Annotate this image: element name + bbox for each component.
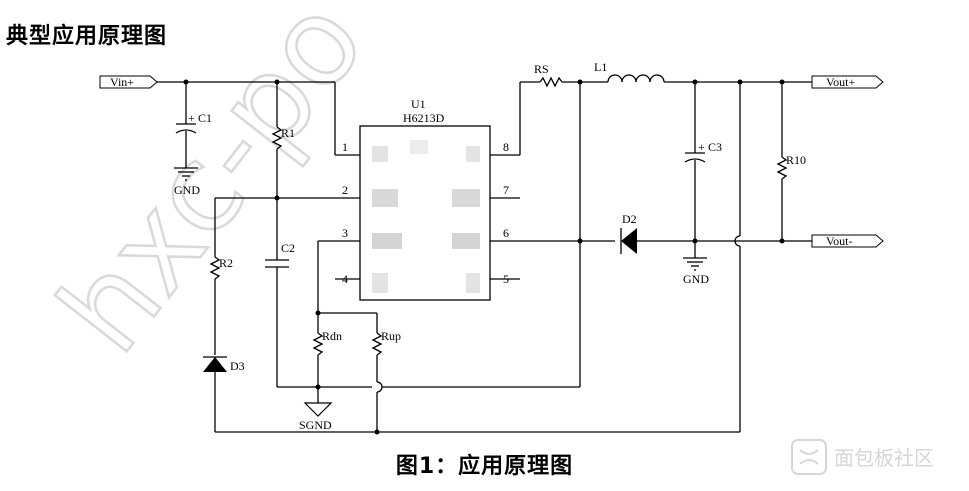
resistor-rs: RS: [534, 62, 608, 88]
resistor-r10: R10: [776, 82, 806, 244]
gnd-symbol-1: GND: [174, 167, 200, 197]
inductor-l1: L1: [594, 60, 812, 83]
watermark-diagonal: hxc-po: [32, 0, 393, 379]
vout-plus-label: Vout+: [826, 75, 855, 89]
d2-label: D2: [622, 212, 637, 226]
c2-label: C2: [281, 241, 295, 255]
capacitor-c3: + C3: [684, 82, 722, 258]
l1-label: L1: [594, 60, 607, 74]
diode-d2: D2: [620, 212, 812, 254]
logo-text: 面包板社区: [834, 446, 934, 470]
capacitor-c1: + C1: [175, 82, 212, 168]
watermark-text: hxc-po: [33, 0, 391, 378]
pin-6: 6: [503, 226, 509, 240]
u1-part: H6213D: [403, 111, 445, 125]
c3-plus: +: [698, 140, 705, 154]
ic-pins: 1 2 3 4 5 6 7 8: [335, 140, 615, 286]
d3-label: D3: [230, 359, 245, 373]
r10-label: R10: [786, 153, 806, 167]
pin-1: 1: [342, 140, 348, 154]
r1-label: R1: [281, 126, 295, 140]
sgnd-symbol: SGND: [299, 384, 333, 432]
gnd2-label: GND: [683, 272, 709, 286]
sgnd-label: SGND: [299, 418, 332, 432]
pin-2: 2: [342, 183, 348, 197]
capacitor-c2: C2: [265, 198, 295, 387]
pin-8: 8: [503, 140, 509, 154]
ic-u1: U1 H6213D: [359, 97, 491, 301]
vout-minus-label: Vout-: [826, 234, 852, 248]
pin-7: 7: [503, 183, 509, 197]
resistor-rdn: Rdn: [312, 313, 342, 403]
resistor-r2: R2: [209, 198, 233, 355]
c1-label: C1: [198, 111, 212, 125]
port-vin-plus: Vin+: [99, 75, 158, 89]
watermark-logo: 面包板社区: [791, 439, 934, 475]
gnd-symbol-2: GND: [683, 257, 709, 286]
r2-label: R2: [219, 256, 233, 270]
u1-ref: U1: [411, 97, 426, 111]
diode-d3: D3: [203, 356, 245, 432]
port-vout-plus: Vout+: [811, 75, 884, 89]
vin-plus-label: Vin+: [110, 75, 134, 89]
resistor-rup: Rup: [371, 313, 401, 432]
rdn-label: Rdn: [322, 329, 342, 343]
rs-label: RS: [534, 62, 549, 76]
port-vout-minus: Vout-: [811, 234, 884, 248]
c3-label: C3: [708, 140, 722, 154]
c1-plus: +: [188, 111, 195, 125]
gnd1-label: GND: [174, 183, 200, 197]
pin-4: 4: [342, 272, 348, 286]
rup-label: Rup: [381, 329, 401, 343]
pin-5: 5: [503, 272, 509, 286]
figure-caption: 图1：应用原理图: [395, 454, 574, 479]
resistor-r1: R1: [271, 82, 295, 198]
page-title: 典型应用原理图: [6, 24, 168, 49]
pin-3: 3: [342, 226, 348, 240]
